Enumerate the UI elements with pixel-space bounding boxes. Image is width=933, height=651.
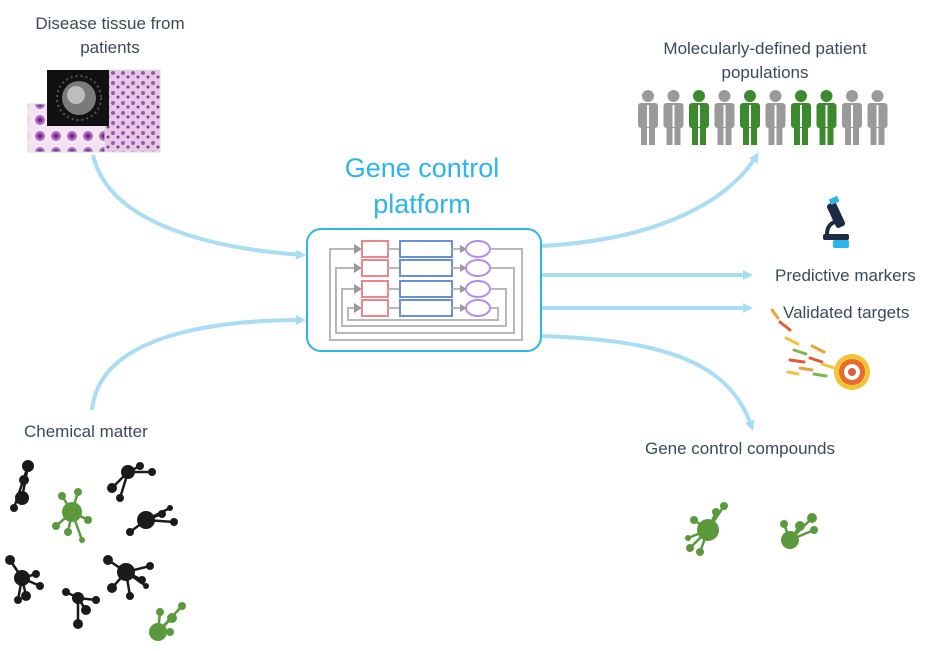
microscope-icon [823,195,849,248]
molecule-icon [103,555,154,600]
validated-targets-label: Validated targets [783,303,910,322]
disease-tissue-label: Disease tissue from patients [20,12,200,60]
molecule-icon [149,602,186,641]
arrow-platform-to-populations [540,152,759,248]
molecule-icon [62,588,100,629]
microscopy-image-icon [27,69,161,153]
target-icon [770,308,870,390]
person-icon [765,90,786,145]
chemical-matter-label: Chemical matter [24,422,148,441]
person-icon [740,90,760,145]
person-icon [842,90,862,145]
molecule-icon [685,502,728,556]
molecule-icon [5,555,44,604]
platform-title-text: Gene control platform [344,153,500,219]
gene-control-platform-box [306,228,542,352]
person-icon [867,90,888,145]
arrow-platform-to-compounds [540,334,755,431]
gene-boxes [399,240,453,317]
person-icon [791,90,811,145]
molecule-icon [126,505,178,536]
arrow-chemicals-to-platform [90,315,306,411]
person-icon [663,90,684,145]
predictive-markers-label: Predictive markers [775,266,916,285]
product-ellipses [465,240,491,317]
person-icon [816,90,837,145]
patient-populations-text: Molecularly-defined patient populations [663,39,867,82]
molecule-group [5,460,818,641]
patient-populations-label: Molecularly-defined patient populations [630,37,900,85]
disease-tissue-text: Disease tissue from patients [35,14,185,57]
person-icon [638,90,658,145]
molecule-icon [780,513,818,549]
molecule-icon [107,462,156,502]
person-icon [689,90,709,145]
molecule-icon [52,488,92,543]
molecule-icon [10,460,34,512]
gene-control-compounds-label: Gene control compounds [645,439,835,458]
patient-population [638,90,888,145]
platform-title: Gene control platform [312,150,532,222]
arrow-tissue-to-platform [91,154,306,260]
person-icon [714,90,735,145]
